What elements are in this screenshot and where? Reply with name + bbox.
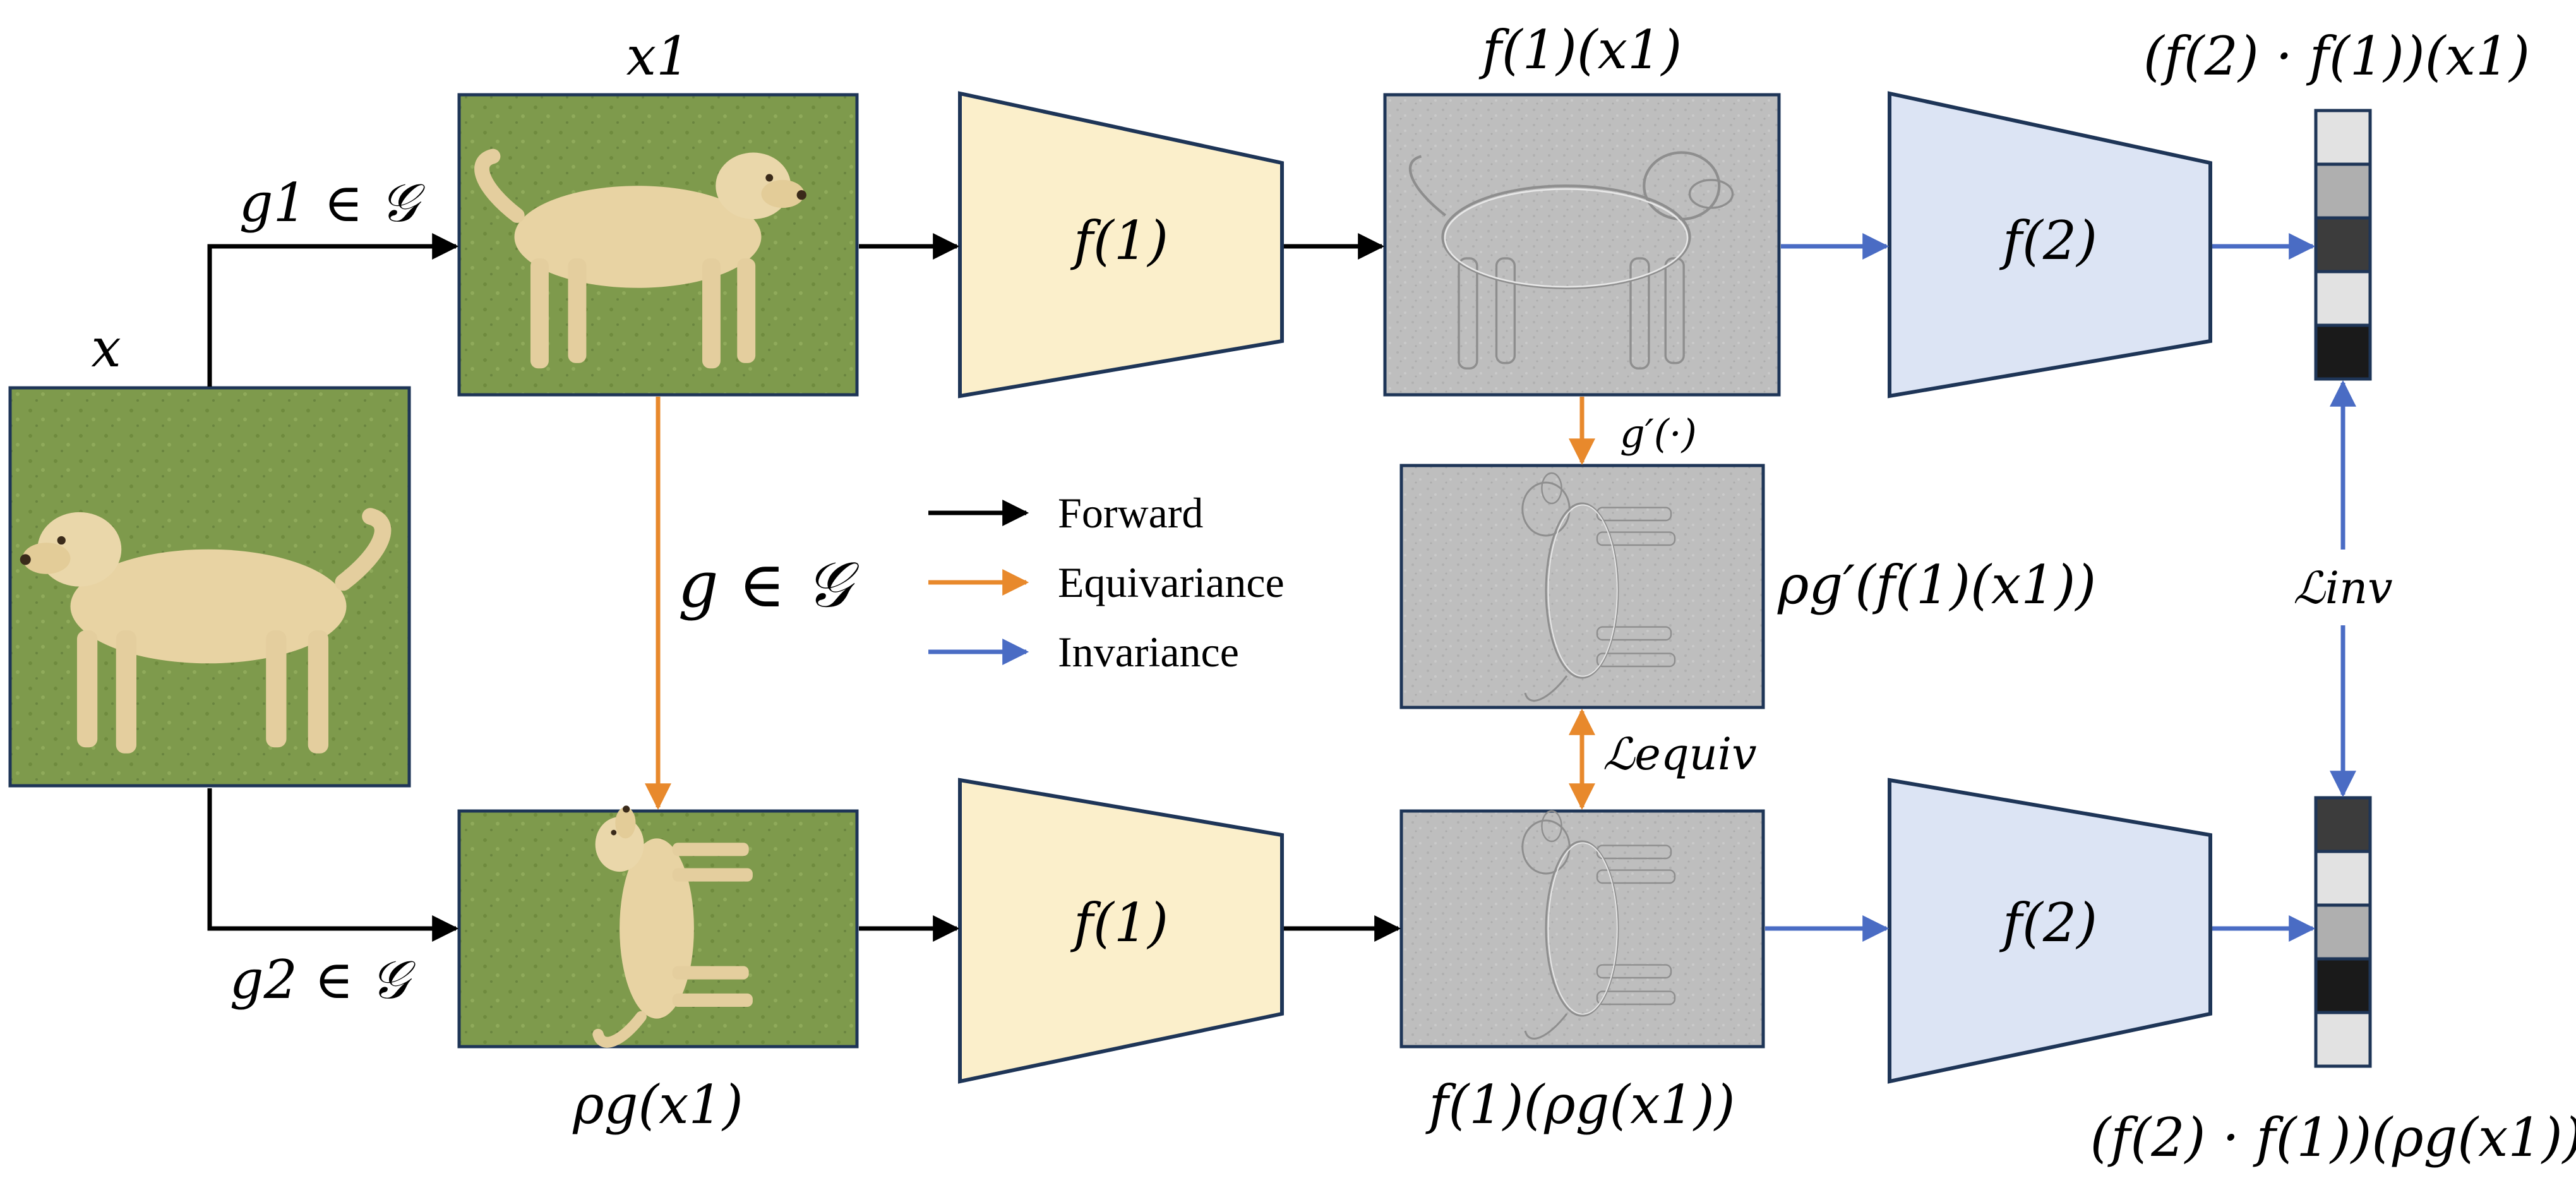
- embedding-bottom-cell: [2314, 850, 2372, 907]
- label-g: g ∈ 𝒢: [678, 548, 860, 622]
- encoder-f2-bottom: [1888, 778, 2212, 1084]
- label-g1: g1 ∈ 𝒢: [239, 172, 426, 234]
- label-gprime: g′(·): [1620, 411, 1697, 457]
- encoder-f2-top: [1888, 91, 2212, 399]
- embedding-top-cell: [2314, 109, 2372, 166]
- label-g2: g2 ∈ 𝒢: [230, 949, 416, 1011]
- embedding-bottom: [2314, 796, 2372, 1068]
- legend-forward-label: Forward: [1058, 489, 1203, 537]
- label-f1-rho-g-x1: f(1)(ρg(x1)): [1425, 1074, 1735, 1136]
- legend-equivariance-label: Equivariance: [1058, 558, 1285, 606]
- label-f2-top: f(2): [1999, 210, 2097, 272]
- feature-map-f1-x1: [1383, 93, 1781, 397]
- input-image-x: [8, 386, 411, 788]
- label-f2f1-x1: (f(2) · f(1))(x1): [2143, 25, 2530, 87]
- augmented-image-x1: [457, 93, 859, 397]
- arrow-x-to-rho: [207, 788, 459, 942]
- arrow-x-to-x1: [207, 233, 459, 387]
- rotated-image-rho-g-x1: [457, 805, 859, 1049]
- embedding-bottom-cell: [2314, 903, 2372, 961]
- feature-map-f1-rho-g-x1: [1399, 809, 1765, 1049]
- legend: Forward Equivariance Invariance: [928, 489, 1285, 676]
- label-x: x: [91, 317, 121, 379]
- embedding-top-cell: [2314, 162, 2372, 220]
- label-f1-top: f(1): [1070, 210, 1168, 272]
- embedding-bottom-cell: [2314, 796, 2372, 853]
- label-l-inv: ℒinv: [2293, 562, 2392, 614]
- label-f2f1-rho: (f(2) · f(1))(ρg(x1)): [2090, 1107, 2576, 1169]
- embedding-top-cell: [2314, 323, 2372, 381]
- embedding-top-cell: [2314, 216, 2372, 273]
- feature-map-rho-gprime: [1399, 464, 1765, 709]
- label-f2-bottom: f(2): [1999, 892, 2097, 954]
- encoder-f1-top: [958, 91, 1284, 399]
- encoder-f1-bottom: [958, 778, 1284, 1084]
- embedding-bottom-cell: [2314, 1011, 2372, 1068]
- label-f1-bottom: f(1): [1070, 892, 1168, 954]
- label-f1-x1: f(1)(x1): [1478, 19, 1682, 81]
- label-x1: x1: [626, 25, 690, 87]
- label-l-equiv: ℒequiv: [1603, 728, 1757, 780]
- legend-invariance-label: Invariance: [1058, 628, 1239, 676]
- embedding-top-cell: [2314, 270, 2372, 327]
- label-rho-g-x1: ρg(x1): [572, 1074, 743, 1136]
- embedding-top: [2314, 109, 2372, 381]
- label-rho-gprime: ρg′(f(1)(x1)): [1777, 554, 2096, 616]
- embedding-bottom-cell: [2314, 957, 2372, 1014]
